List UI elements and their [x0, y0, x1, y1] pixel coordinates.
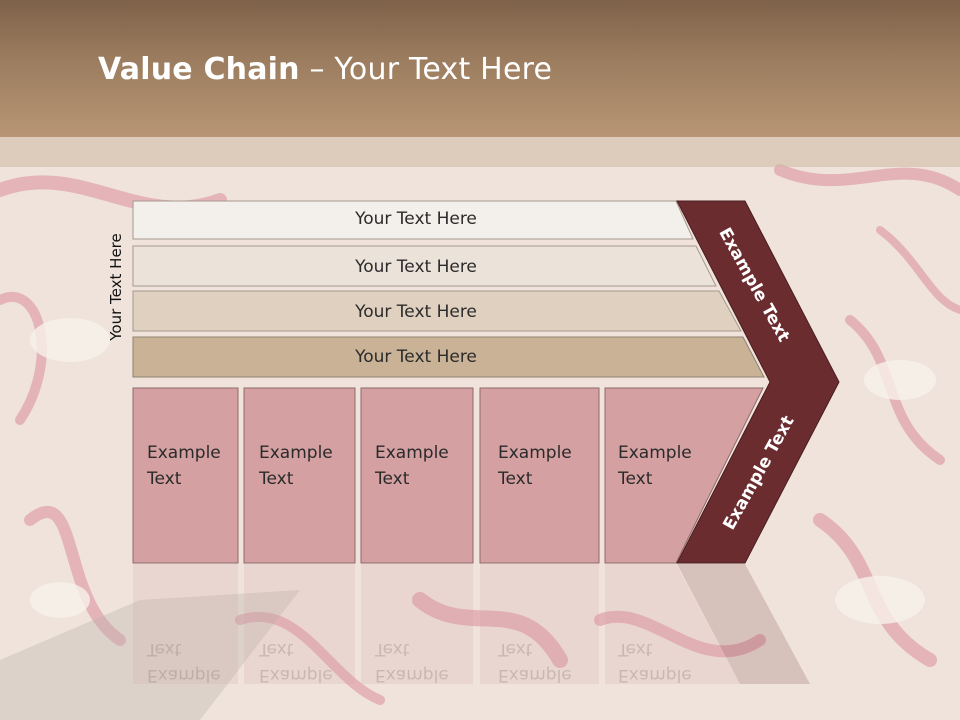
refl-1-line2: Text	[147, 639, 182, 659]
title-bold: Value Chain	[98, 52, 300, 87]
refl-5-line2: Text	[618, 639, 653, 659]
reflection-text-3: Example Text	[375, 636, 449, 688]
cell-4-line1: Example	[498, 443, 572, 463]
reflection-text-5: Example Text	[618, 636, 692, 688]
cell-box-2	[243, 387, 356, 564]
row-label-1: Your Text Here	[355, 209, 477, 229]
chevron-arrow	[676, 200, 840, 564]
refl-3-line2: Text	[375, 639, 410, 659]
cell-5-line1: Example	[618, 443, 692, 463]
row-label-2: Your Text Here	[355, 257, 477, 277]
diagram-reflection	[133, 564, 810, 684]
row-bar-3	[132, 290, 742, 332]
refl-2-line2: Text	[259, 639, 294, 659]
row-bar-2	[132, 245, 717, 287]
cell-3-line2: Text	[375, 469, 410, 489]
cell-1-line1: Example	[147, 443, 221, 463]
row-bar-4	[132, 336, 765, 378]
row-bar-1	[132, 200, 694, 240]
refl-4-line2: Text	[498, 639, 533, 659]
cell-4-line2: Text	[498, 469, 533, 489]
cell-box-3	[360, 387, 474, 564]
row-label-3: Your Text Here	[355, 302, 477, 322]
cell-box-4	[479, 387, 600, 564]
refl-1-line1: Example	[147, 665, 221, 685]
cell-5-line2: Text	[618, 469, 653, 489]
cell-2-line2: Text	[259, 469, 294, 489]
row-label-4: Your Text Here	[355, 347, 477, 367]
header-bar	[0, 0, 960, 137]
cell-2-line1: Example	[259, 443, 333, 463]
cell-box-1	[132, 387, 239, 564]
reflection-text-4: Example Text	[498, 636, 572, 688]
reflection-text-2: Example Text	[259, 636, 333, 688]
cell-box-5	[604, 387, 764, 564]
refl-2-line1: Example	[259, 665, 333, 685]
cell-3-line1: Example	[375, 443, 449, 463]
refl-3-line1: Example	[375, 665, 449, 685]
slide-title: Value Chain – Your Text Here	[98, 52, 552, 87]
header-band	[0, 137, 960, 167]
reflection-text-1: Example Text	[147, 636, 221, 688]
cell-1-line2: Text	[147, 469, 182, 489]
title-rest: – Your Text Here	[299, 52, 553, 87]
refl-5-line1: Example	[618, 665, 692, 685]
refl-4-line1: Example	[498, 665, 572, 685]
